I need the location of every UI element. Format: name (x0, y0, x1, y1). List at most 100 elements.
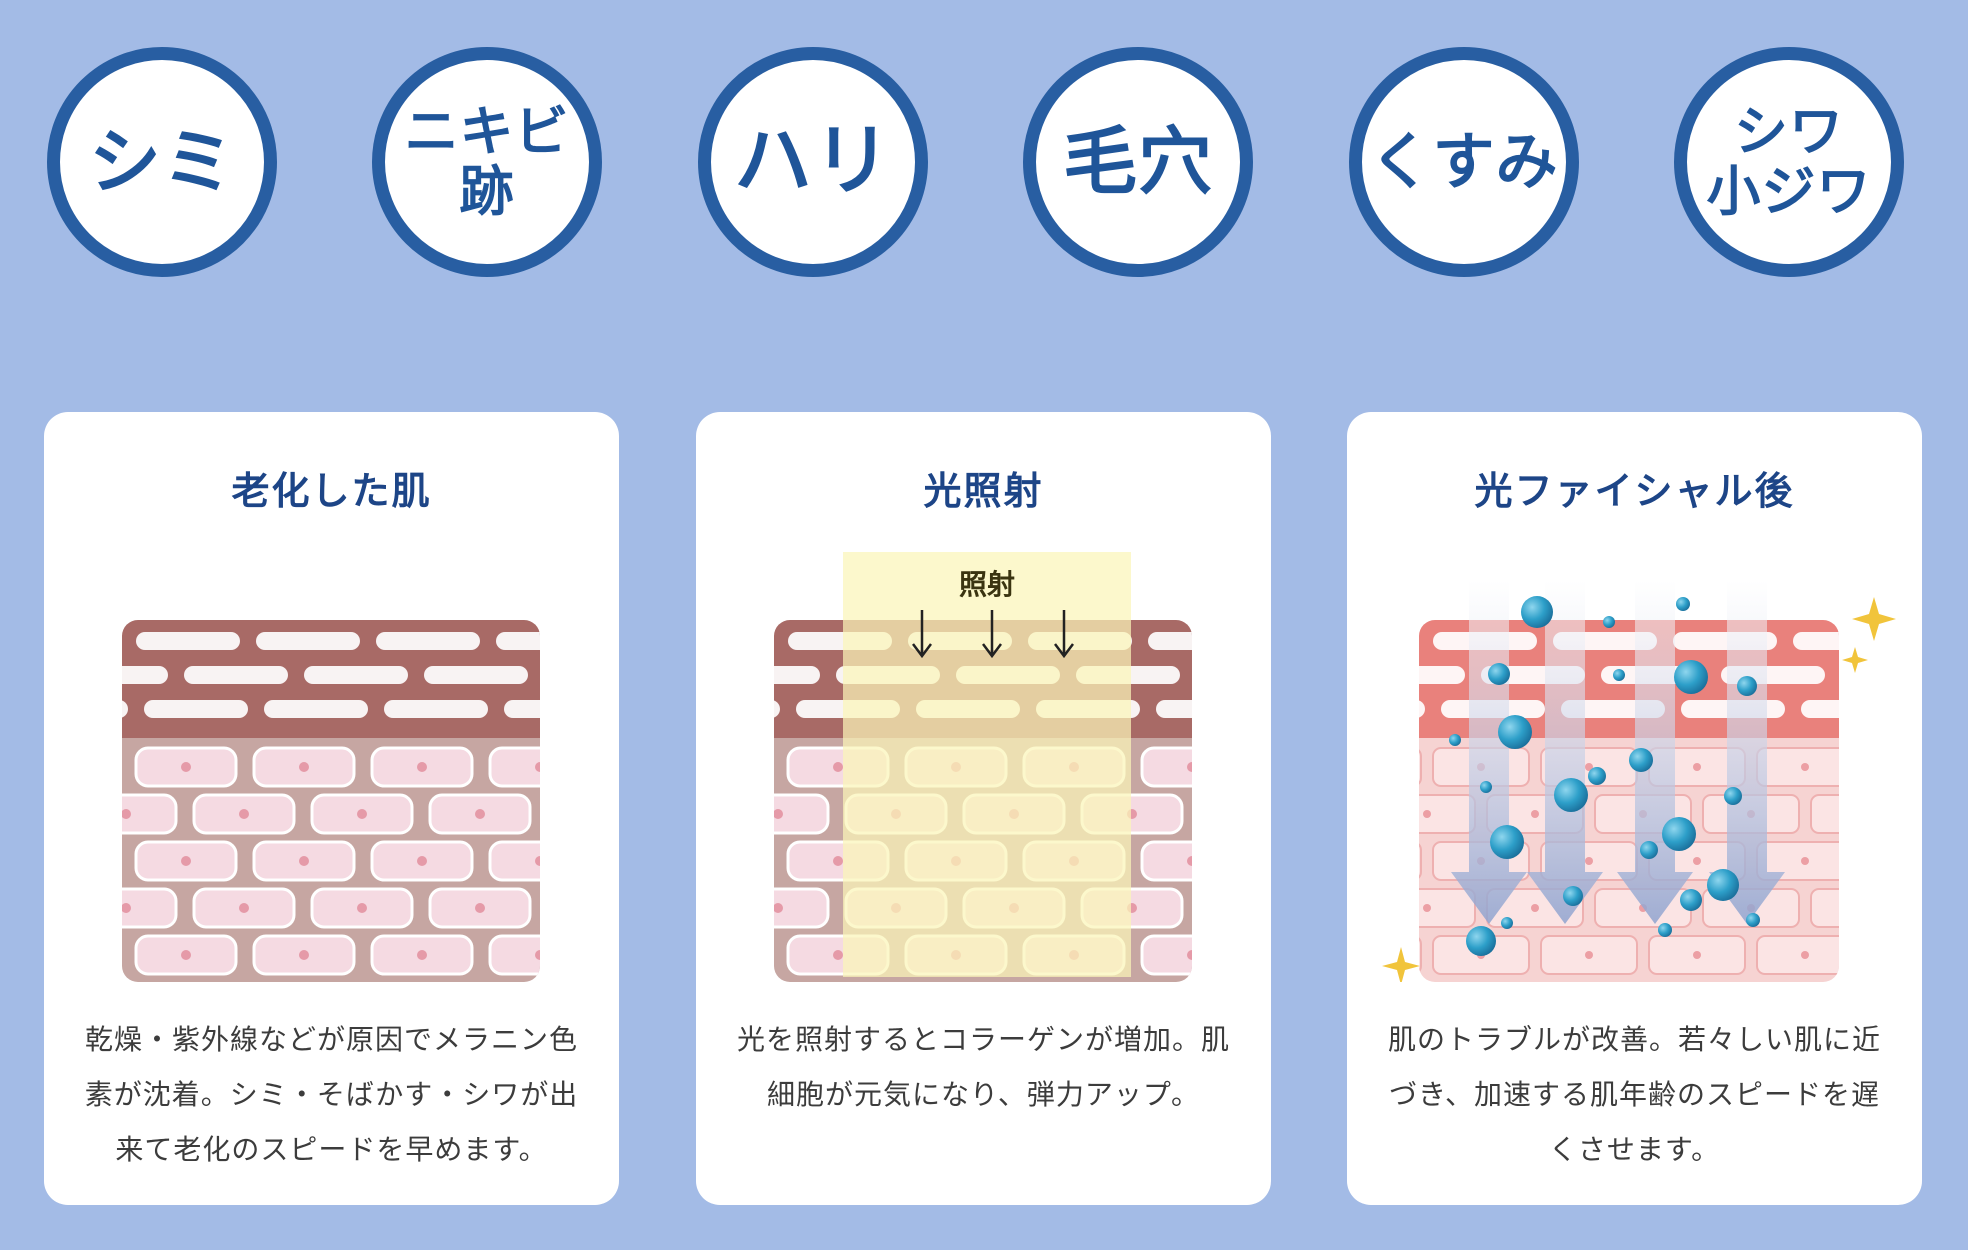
cell-nucleus (1585, 951, 1593, 959)
water-drop (1603, 616, 1615, 628)
cell-nucleus (417, 856, 427, 866)
cell-nucleus (63, 762, 73, 772)
cell (1148, 632, 1192, 650)
water-drop (1588, 767, 1606, 785)
cell-nucleus (1801, 857, 1809, 865)
card-title: 老化した肌 (231, 469, 432, 513)
cell (256, 632, 360, 650)
concern-label: 小ジワ (1706, 160, 1872, 223)
water-drop (1563, 886, 1583, 906)
cell-nucleus (535, 950, 540, 960)
cell (1810, 888, 1839, 928)
cell (696, 842, 770, 880)
cell (44, 632, 120, 650)
cell-nucleus (122, 809, 131, 819)
description-line: くさせます。 (1548, 1133, 1721, 1166)
concern-label: ニキビ (404, 99, 570, 163)
water-drop (1674, 660, 1708, 694)
concern-label: シワ (1734, 99, 1844, 163)
cell (304, 666, 408, 684)
cell (1801, 700, 1839, 718)
skin-concern-row: シミ ニキビ 跡 ハリ 毛穴 くすみ シワ 小ジワ (0, 0, 1968, 340)
concern-label: ハリ (733, 116, 892, 207)
cell (548, 889, 619, 927)
cell-nucleus (774, 903, 783, 913)
water-drop (1480, 781, 1492, 793)
cell (696, 936, 770, 974)
cell-nucleus (1187, 856, 1192, 866)
cell-nucleus (1245, 809, 1255, 819)
cell-nucleus (833, 856, 843, 866)
description-line: 来て老化のスピードを早めます。 (115, 1133, 548, 1166)
healthy-skin-illustration (1347, 580, 1922, 982)
concern-label: くすみ (1369, 125, 1559, 199)
concern-circle-pores: 毛穴 (1023, 47, 1253, 277)
cell (1419, 666, 1465, 684)
cell (1347, 632, 1417, 650)
cell (144, 700, 248, 718)
cell (376, 632, 480, 650)
aged-skin-illustration (44, 620, 619, 982)
concern-circle-acne-scars: ニキビ 跡 (372, 47, 602, 277)
card-title: 光ファイシャル後 (1474, 469, 1795, 513)
card-light-irradiation: 光照射 照射 光を照射するとコラーゲンが増加。肌 細胞が元気になり、弾力アップ。 (696, 412, 1271, 1205)
cell (1200, 795, 1271, 833)
water-drop-icon (1449, 596, 1760, 956)
description-line: 素が沈着。シミ・そばかす・シワが出 (84, 1078, 579, 1111)
cell (1810, 794, 1839, 834)
cell-nucleus (1531, 810, 1539, 818)
water-drop (1490, 825, 1524, 859)
cell (384, 700, 488, 718)
description-line: 肌のトラブルが改善。若々しい肌に近 (1387, 1023, 1881, 1056)
water-drop (1466, 926, 1496, 956)
cell (488, 746, 540, 788)
cell (1793, 632, 1839, 650)
cell-nucleus (1531, 904, 1539, 912)
cell-nucleus (299, 950, 309, 960)
cell-nucleus (417, 950, 427, 960)
cell-nucleus (1187, 950, 1192, 960)
cell (122, 700, 128, 718)
cell-nucleus (1855, 810, 1863, 818)
card-description: 肌のトラブルが改善。若々しい肌に近 づき、加速する肌年齢のスピードを遅 くさせま… (1377, 1012, 1892, 1177)
cell-nucleus (715, 762, 725, 772)
cell-nucleus (63, 950, 73, 960)
concern-circle-dullness: くすみ (1349, 47, 1579, 277)
water-drop (1640, 841, 1658, 859)
card-description: 乾燥・紫外線などが原因でメラニン色 素が沈着。シミ・そばかす・シワが出 来て老化… (74, 1012, 589, 1177)
description-line: 乾燥・紫外線などが原因でメラニン色 (84, 1023, 578, 1056)
description-line: 細胞が元気になり、弾力アップ。 (766, 1078, 1201, 1111)
cell-nucleus (1693, 763, 1701, 771)
cell (1841, 666, 1922, 684)
flat-cells-group (44, 632, 540, 718)
cell (1196, 666, 1271, 684)
cell-nucleus (535, 856, 540, 866)
cell-nucleus (715, 950, 725, 960)
water-drop (1498, 715, 1532, 749)
cell (488, 840, 540, 882)
cell (264, 700, 368, 718)
water-drop (1501, 917, 1513, 929)
cell-nucleus (475, 903, 485, 913)
cell (774, 666, 820, 684)
water-drop (1658, 923, 1672, 937)
cell (122, 666, 168, 684)
cell-nucleus (1187, 762, 1192, 772)
cell (1200, 889, 1271, 927)
water-drop (1746, 913, 1760, 927)
cell (1156, 700, 1192, 718)
concern-label: 毛穴 (1063, 118, 1213, 205)
cell (44, 936, 118, 974)
cell (44, 748, 118, 786)
cell (488, 934, 540, 976)
cell-nucleus (181, 762, 191, 772)
sparkle-icon (1382, 597, 1896, 982)
cell-nucleus (122, 903, 131, 913)
irradiation-highlight (843, 552, 1131, 977)
cell-nucleus (1369, 763, 1377, 771)
water-drop (1737, 676, 1757, 696)
cell-nucleus (63, 856, 73, 866)
cell (1140, 840, 1192, 882)
round-cells-group (44, 746, 619, 976)
water-drop (1521, 596, 1553, 628)
